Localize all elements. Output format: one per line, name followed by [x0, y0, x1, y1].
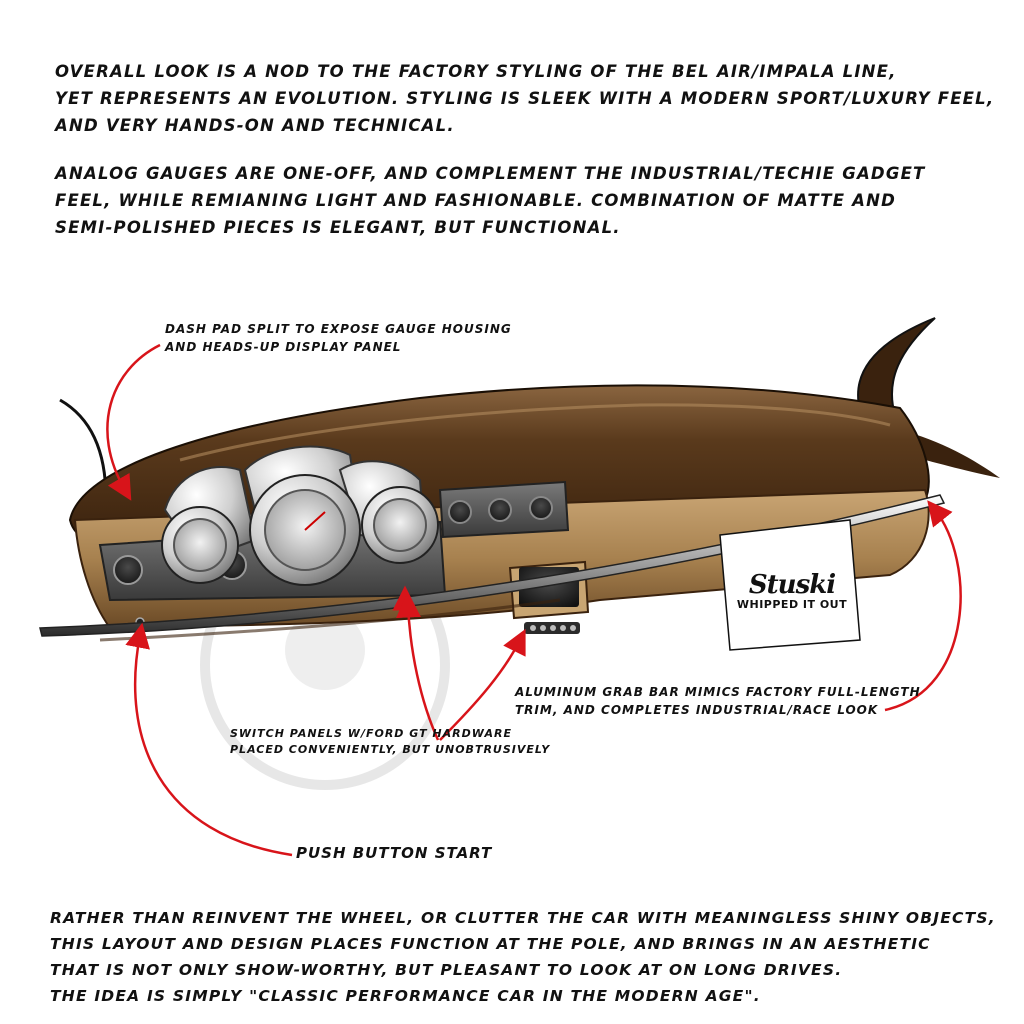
- sketch-stroke-right-horn: [857, 317, 936, 416]
- small-gauge-left-1: [113, 555, 143, 585]
- gauge-cluster: [161, 445, 439, 586]
- callout-switch-panels: Switch panels w/Ford GT hardware placed …: [230, 726, 550, 758]
- arrow-dash-pad: [106, 343, 161, 501]
- arrow-push-button: [125, 622, 293, 857]
- callout-line: and heads-up display panel: [165, 340, 402, 354]
- signature-backdrop: [719, 519, 861, 651]
- gauge-right-face: [373, 498, 427, 552]
- sketch-stroke-right: [900, 430, 1000, 478]
- outro-line: that is not only show-worthy, but pleasa…: [50, 961, 843, 979]
- callout-line: Aluminum grab bar mimics factory full-le…: [515, 685, 921, 699]
- signature-name: Stuski: [748, 570, 836, 600]
- sketch-shadow: [99, 598, 561, 642]
- arrow-switch-panel-2: [396, 592, 440, 741]
- intro-paragraph-1: Overall look is a nod to the factory sty…: [55, 58, 995, 139]
- intro-line: and very hands-on and technical.: [55, 116, 455, 135]
- intro-line: Overall look is a nod to the factory sty…: [55, 62, 897, 81]
- outro-paragraph: Rather than reinvent the wheel, or clutt…: [50, 905, 1010, 1009]
- outro-line: this layout and design places function a…: [50, 935, 931, 953]
- outro-line: Rather than reinvent the wheel, or clutt…: [50, 909, 996, 927]
- switch-panel: [524, 622, 580, 634]
- callout-line: placed conveniently, but unobtrusively: [230, 743, 551, 756]
- gauge-left-face: [173, 518, 227, 572]
- intro-line: semi-polished pieces is elegant, but fun…: [55, 218, 621, 237]
- outro-line: The idea is simply "classic performance …: [50, 987, 761, 1005]
- intro-line: feel, while remianing light and fashiona…: [55, 191, 896, 210]
- right-gauge-1: [448, 500, 472, 524]
- arrow-switch-panel: [439, 628, 526, 741]
- callout-dash-pad: Dash pad split to expose gauge housing a…: [165, 320, 512, 356]
- callout-line: Dash pad split to expose gauge housing: [165, 322, 512, 336]
- right-gauge-3: [529, 496, 553, 520]
- intro-line: yet represents an evolution. Styling is …: [55, 89, 995, 108]
- callout-line: Switch panels w/Ford GT hardware: [230, 727, 512, 740]
- callout-line: trim, and completes industrial/race look: [515, 703, 879, 717]
- arrow-grab-bar: [884, 500, 962, 712]
- intro-paragraph-2: Analog gauges are one-off, and complemen…: [55, 160, 995, 241]
- gauge-center-needle: [304, 511, 326, 531]
- artist-signature: Stuski WHIPPED IT OUT: [732, 570, 852, 611]
- right-gauge-2: [488, 498, 512, 522]
- callout-grab-bar: Aluminum grab bar mimics factory full-le…: [515, 683, 921, 719]
- callout-push-button-start: Push button start: [296, 844, 493, 862]
- signature-tagline: WHIPPED IT OUT: [736, 598, 848, 611]
- dash-pad-highlight: [179, 403, 891, 462]
- intro-line: Analog gauges are one-off, and complemen…: [55, 164, 926, 183]
